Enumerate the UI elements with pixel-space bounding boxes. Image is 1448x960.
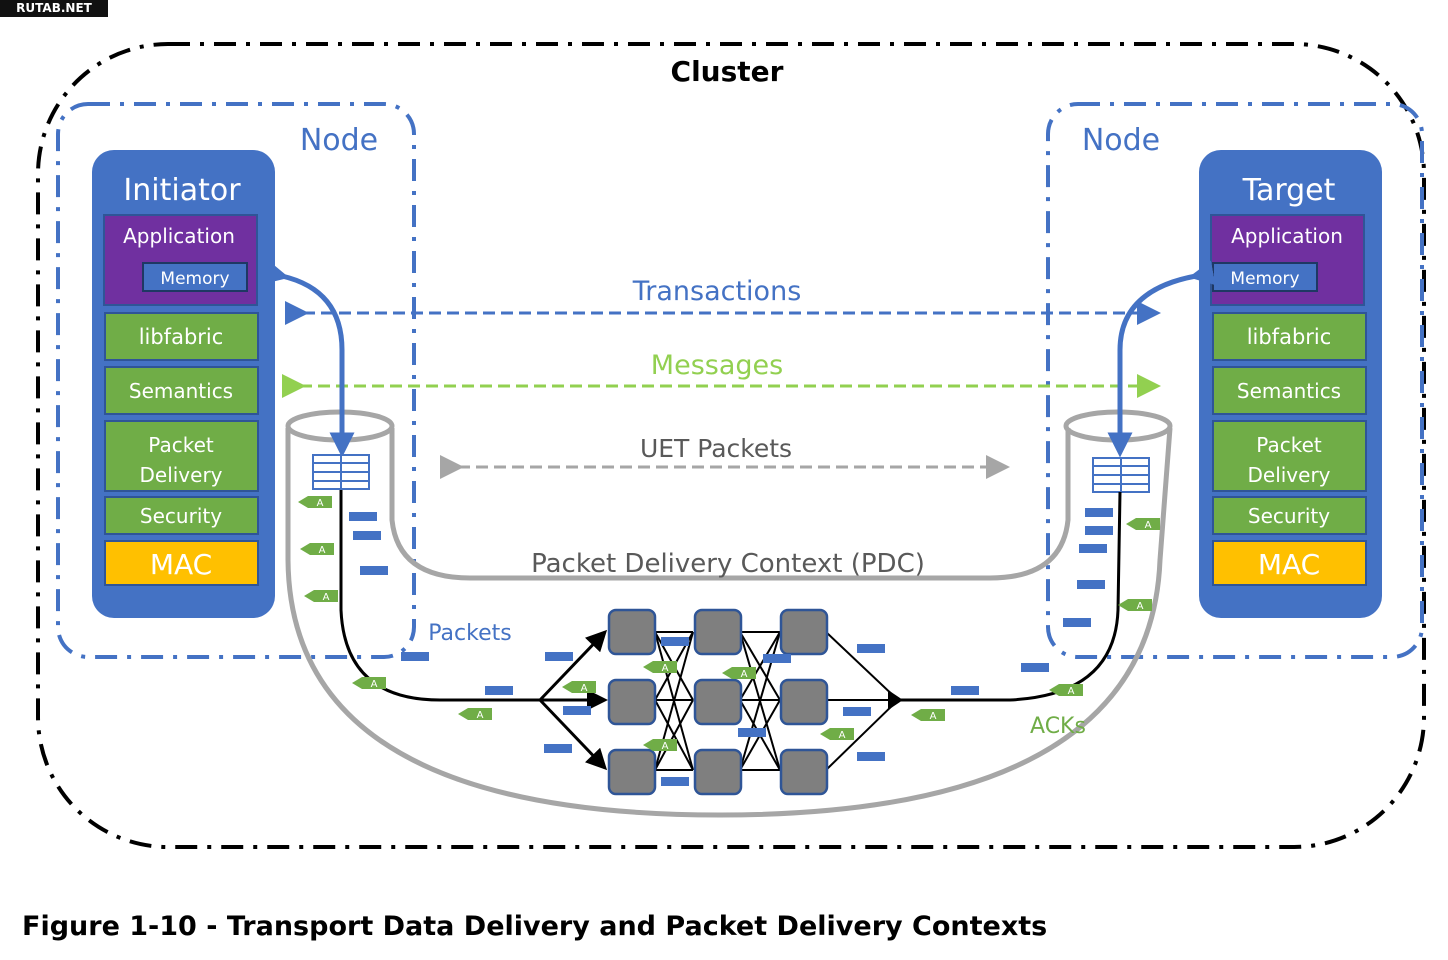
target-semantics-label: Semantics [1237,379,1341,403]
switch-node [779,608,829,656]
ack-marker: A [820,728,854,741]
target-packet-label-2: Delivery [1247,463,1330,487]
initiator-title: Initiator [123,173,241,208]
svg-text:A: A [319,545,326,556]
initiator-mac-layer [104,540,259,586]
switch-node [693,608,743,656]
initiator-libfabric-layer [104,312,259,361]
target-semantics-layer [1212,366,1367,415]
ack-marker: A [304,590,338,603]
ack-marker: A [1118,599,1152,612]
messages-label: Messages [651,350,783,381]
ack-marker: A [458,708,492,721]
target-stack: Target Application Memory libfabric Sema… [1199,150,1382,618]
switch-node [607,748,657,796]
uet-packets-label: UET Packets [640,434,792,463]
ack-marker: A [643,739,677,752]
ack-marker: A [1049,684,1083,697]
initiator-semantics-layer [104,366,259,415]
transactions-label: Transactions [632,276,802,307]
svg-text:A: A [662,741,669,752]
target-queue-buffer [1092,457,1150,493]
initiator-packet-label-1: Packet [148,433,214,457]
node-left-boundary [56,102,416,659]
cluster-boundary [36,42,1426,849]
target-memory-arrow [1107,260,1216,458]
ack-marker: A [352,677,386,690]
ack-markers: A A A A A A A A A A A A A A [298,496,1160,752]
ack-marker: A [643,661,677,674]
target-memory-block [1212,262,1318,292]
svg-text:A: A [741,669,748,680]
ack-marker: A [722,667,756,680]
svg-text:A: A [323,592,330,603]
svg-text:A: A [317,498,324,509]
figure-caption: Figure 1-10 - Transport Data Delivery an… [22,911,1047,942]
packets-label: Packets [428,621,511,646]
target-security-layer [1212,496,1367,535]
switch-node [779,748,829,796]
target-memory-label: Memory [1230,269,1299,289]
svg-text:A: A [1068,686,1075,697]
initiator-libfabric-label: libfabric [139,325,224,349]
initiator-queue-buffer [312,454,370,490]
target-mac-layer [1212,540,1367,586]
svg-text:A: A [581,683,588,694]
target-security-label: Security [1248,504,1330,528]
svg-text:A: A [1145,520,1152,531]
target-application-label: Application [1231,224,1343,248]
node-left-label: Node [300,123,378,158]
target-packet-label-1: Packet [1256,433,1322,457]
initiator-packet-delivery-layer [104,420,259,492]
target-title: Target [1242,173,1336,208]
svg-text:A: A [477,710,484,721]
pdc-label: Packet Delivery Context (PDC) [531,549,925,579]
switch-grid [607,608,829,796]
ack-marker: A [1126,518,1160,531]
initiator-stack: Initiator Application Memory libfabric S… [92,150,275,618]
node-right-boundary [1046,102,1424,659]
cluster-label: Cluster [671,55,784,88]
ack-marker: A [300,543,334,556]
switch-node [607,608,657,656]
ack-marker: A [911,709,945,722]
initiator-packet-label-2: Delivery [139,463,222,487]
initiator-memory-block [142,262,248,292]
watermark: RUTAB.NET [0,0,108,17]
switch-node [779,678,829,726]
node-right-label: Node [1082,123,1160,158]
initiator-security-layer [104,496,259,535]
acks-label: ACKs [1030,714,1086,739]
switch-node [607,678,657,726]
packet-dashes [349,508,1113,786]
initiator-memory-arrow [262,259,355,458]
egress-arrowhead [888,690,903,710]
svg-text:A: A [662,663,669,674]
svg-text:A: A [839,730,846,741]
ack-marker: A [298,496,332,509]
svg-text:A: A [1137,601,1144,612]
initiator-application-label: Application [123,224,235,248]
switch-node [693,748,743,796]
target-libfabric-label: libfabric [1247,325,1332,349]
switch-node [693,678,743,726]
initiator-semantics-label: Semantics [129,379,233,403]
initiator-security-label: Security [140,504,222,528]
target-mac-label: MAC [1258,548,1320,581]
initiator-memory-label: Memory [160,269,229,289]
svg-text:A: A [930,711,937,722]
initiator-mac-label: MAC [150,548,212,581]
ack-marker: A [562,681,596,694]
svg-text:A: A [371,679,378,690]
